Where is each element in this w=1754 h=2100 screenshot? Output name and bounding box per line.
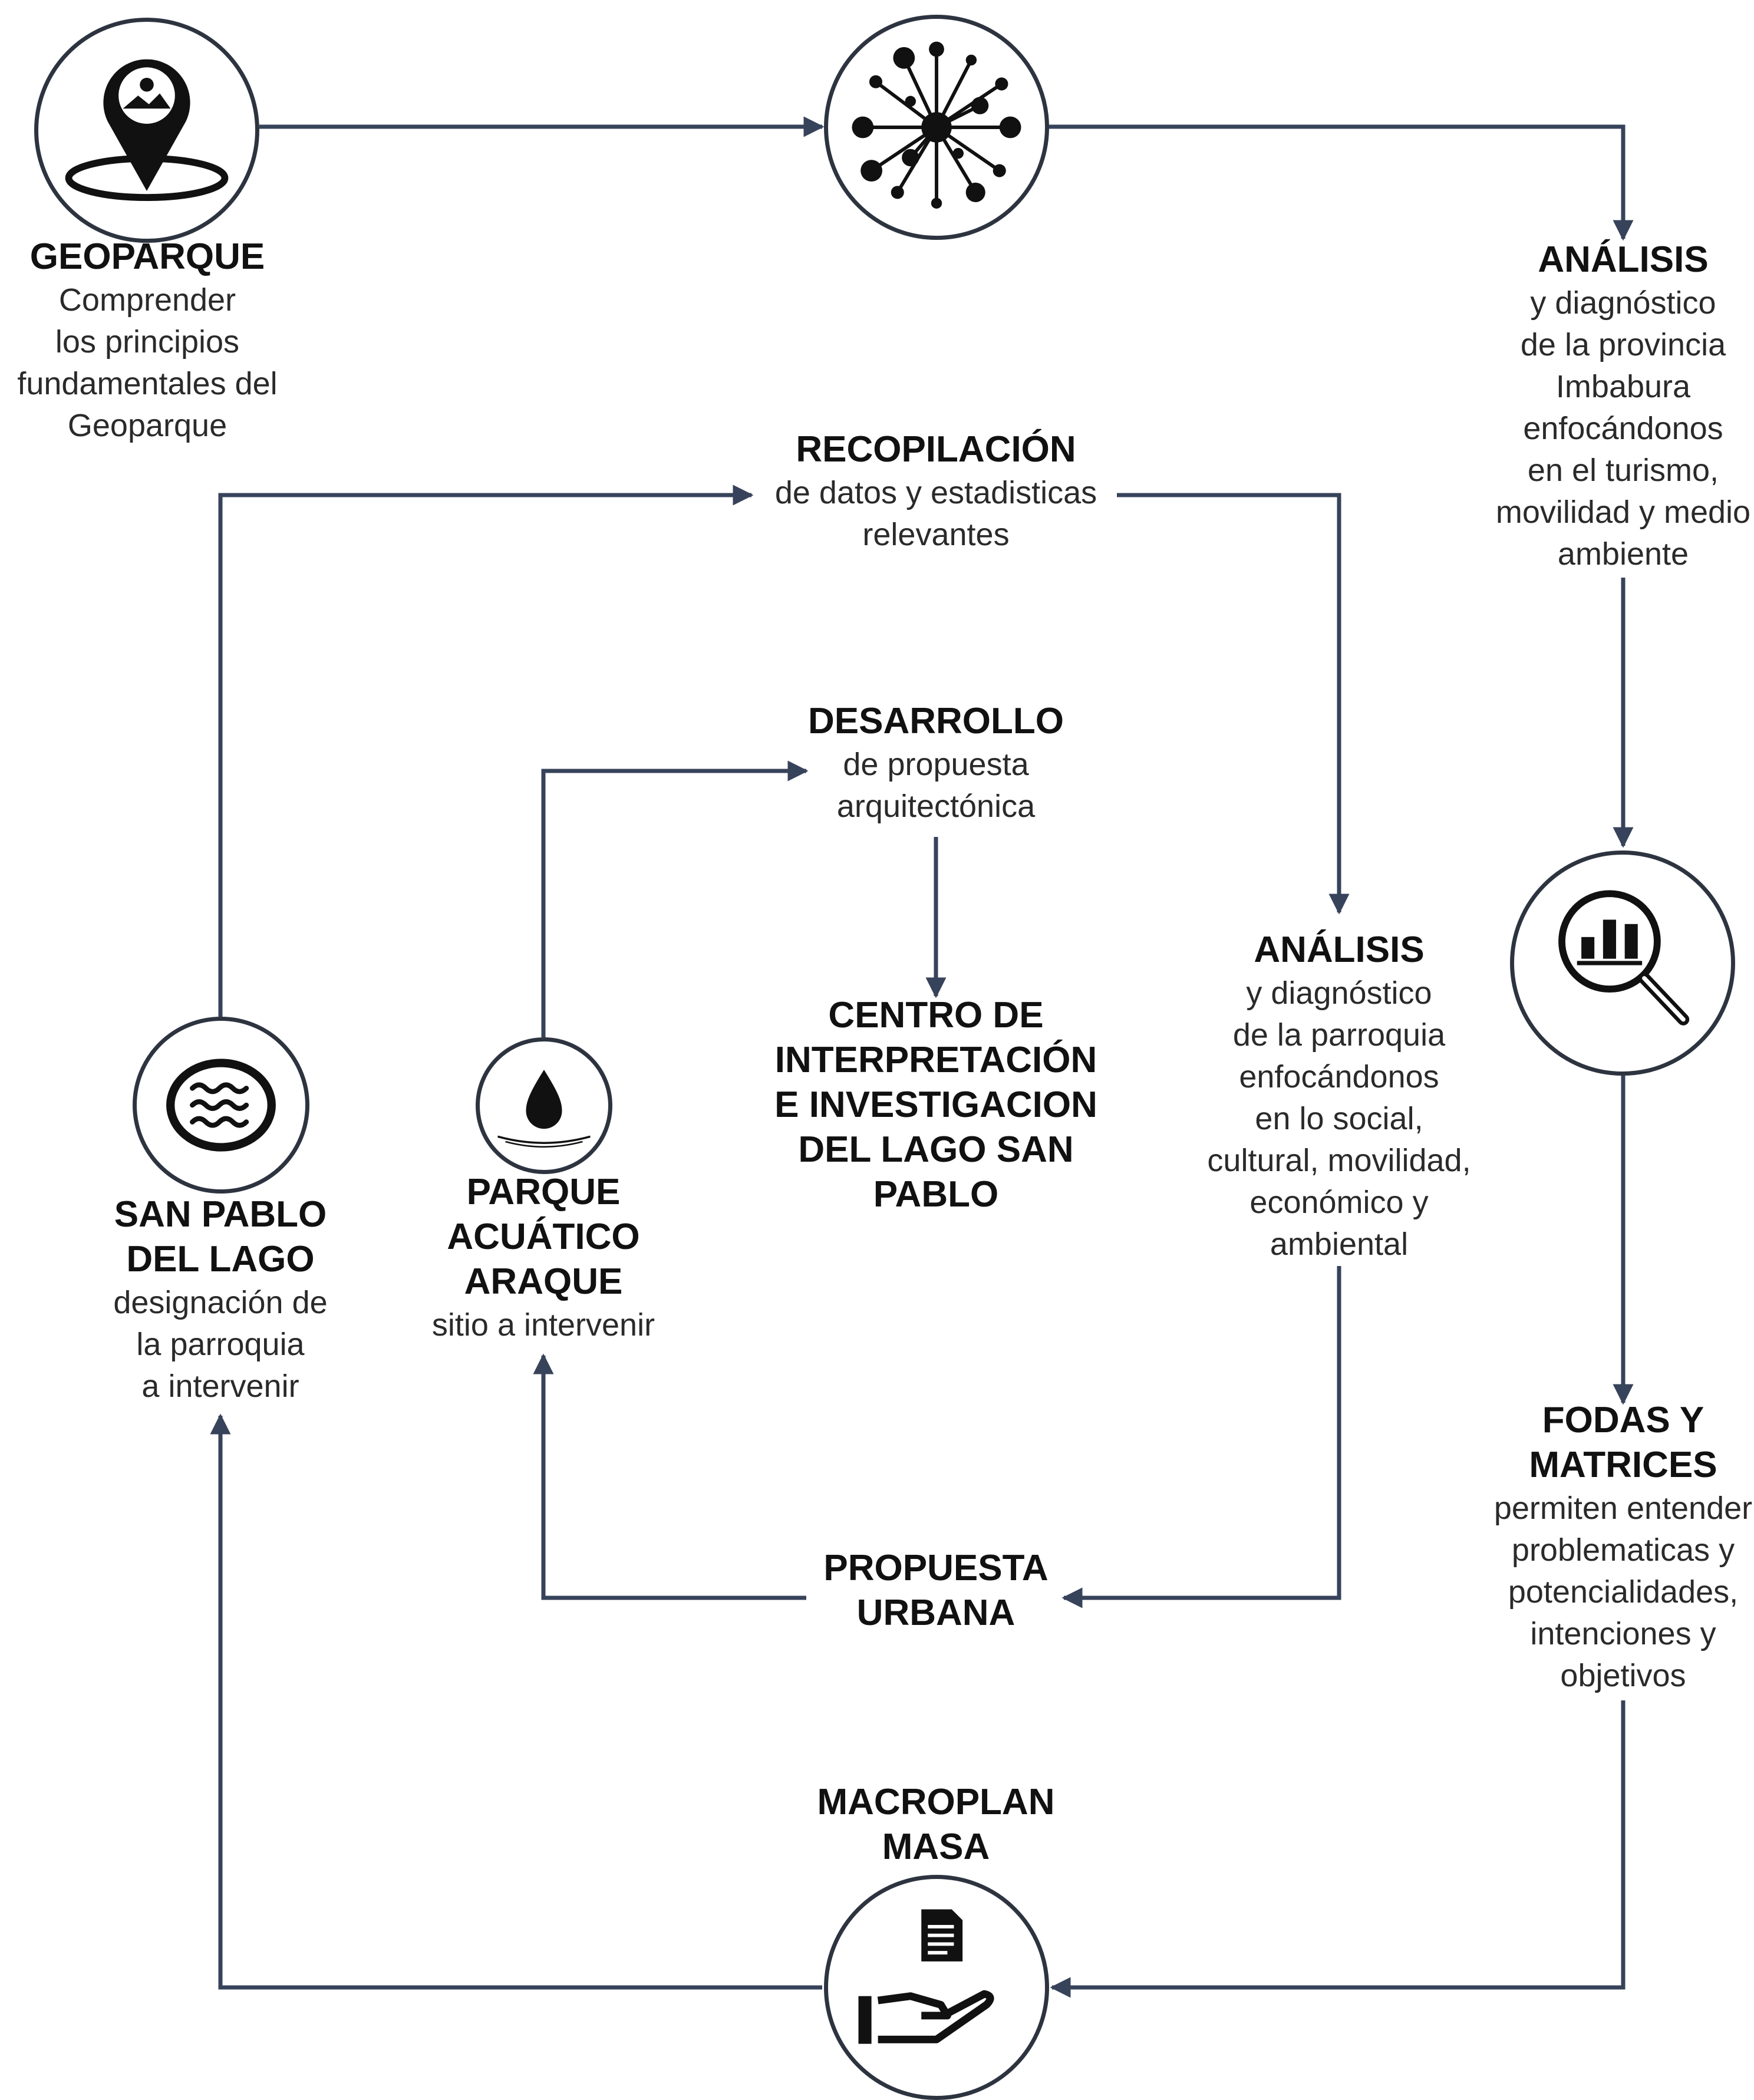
fodas-title-line: FODAS Y — [1542, 1400, 1704, 1440]
san-pablo-title-line: DEL LAGO — [126, 1239, 315, 1280]
centro-title-line: CENTRO DE — [828, 995, 1044, 1036]
fodas-line: objetivos — [1560, 1658, 1686, 1693]
map-pin-icon — [65, 59, 229, 201]
propuesta-title-line: URBANA — [856, 1593, 1016, 1633]
analisis-parroquia-line: de la parroquia — [1232, 1017, 1446, 1053]
network-circle — [824, 15, 1049, 240]
geoparque-line: fundamentales del — [17, 366, 278, 401]
magnifier-circle — [1510, 850, 1735, 1076]
fodas-line: potencialidades, — [1508, 1574, 1739, 1610]
san-pablo-line: designación de — [113, 1285, 328, 1320]
analisis-provincia-line: Imbabura — [1555, 369, 1691, 404]
propuesta-urbana-block: PROPUESTA URBANA — [789, 1546, 1083, 1636]
analisis-provincia-line: y diagnóstico — [1530, 285, 1716, 321]
recopilacion-block: RECOPILACIÓN de datos y estadisticas rel… — [759, 427, 1113, 556]
analisis-parroquia-line: económico y — [1249, 1185, 1429, 1220]
macroplan-title-line: MASA — [882, 1827, 990, 1867]
fodas-line: intenciones y — [1530, 1616, 1716, 1651]
geoparque-block: GEOPARQUE Comprender los principios fund… — [0, 235, 295, 447]
centro-block: CENTRO DE INTERPRETACIÓN E INVESTIGACION… — [741, 993, 1130, 1217]
parque-circle — [476, 1037, 612, 1174]
recopilacion-line: relevantes — [862, 517, 1010, 552]
analisis-parroquia-line: en lo social, — [1255, 1101, 1423, 1136]
parque-title-line: PARQUE — [466, 1172, 621, 1212]
parque-title-line: ACUÁTICO — [447, 1217, 640, 1257]
geoparque-line: Geoparque — [67, 408, 228, 443]
analisis-provincia-line: de la provincia — [1520, 327, 1726, 362]
geoparque-title: GEOPARQUE — [29, 236, 265, 277]
centro-title-line: DEL LAGO SAN — [798, 1129, 1074, 1170]
fodas-line: permiten entender — [1493, 1491, 1753, 1526]
san-pablo-title-line: SAN PABLO — [114, 1194, 327, 1235]
desarrollo-line: arquitectónica — [836, 789, 1036, 824]
analisis-parroquia-line: cultural, movilidad, — [1207, 1143, 1471, 1178]
arrow-sanpablo-to-recopilacion — [218, 484, 754, 1017]
network-icon — [852, 41, 1021, 209]
geoparque-line: los principios — [55, 324, 240, 360]
fodas-line: problematicas y — [1511, 1532, 1735, 1568]
fodas-block: FODAS Y MATRICES permiten entender probl… — [1470, 1398, 1754, 1697]
analisis-parroquia-block: ANÁLISIS y diagnóstico de la parroquia e… — [1174, 928, 1504, 1265]
analisis-provincia-block: ANÁLISIS y diagnóstico de la provincia I… — [1476, 238, 1754, 575]
analisis-provincia-title: ANÁLISIS — [1538, 239, 1709, 280]
macroplan-title-line: MACROPLAN — [817, 1782, 1055, 1822]
san-pablo-circle — [133, 1017, 309, 1194]
macroplan-block: MACROPLAN MASA — [789, 1780, 1083, 1870]
analisis-provincia-line: enfocándonos — [1523, 411, 1723, 446]
analisis-provincia-line: movilidad y medio — [1495, 494, 1751, 530]
analisis-provincia-line: ambiente — [1557, 536, 1689, 572]
arrow-parque-to-desarrollo — [541, 760, 809, 1037]
arrow-recopilacion-to-analisis — [1117, 493, 1350, 915]
propuesta-title-line: PROPUESTA — [823, 1548, 1049, 1588]
analisis-parroquia-line: y diagnóstico — [1246, 975, 1432, 1011]
san-pablo-block: SAN PABLO DEL LAGO designación de la par… — [73, 1192, 368, 1407]
parque-line: sitio a intervenir — [431, 1307, 655, 1343]
analisis-provincia-line: en el turismo, — [1527, 453, 1719, 488]
geoparque-line: Comprender — [58, 282, 236, 318]
parque-block: PARQUE ACUÁTICO ARAQUE sitio a interveni… — [396, 1170, 691, 1346]
lake-waves-icon — [166, 1059, 276, 1152]
fodas-title-line: MATRICES — [1529, 1445, 1717, 1485]
arrow-network-to-analisis — [1049, 124, 1634, 241]
arrow-analisis-to-propuesta — [1061, 1266, 1341, 1608]
analisis-parroquia-title: ANÁLISIS — [1254, 929, 1425, 970]
arrow-macroplan-to-sanpablo — [210, 1413, 822, 1990]
hand-document-icon — [858, 1909, 994, 2044]
geoparque-circle — [34, 18, 259, 243]
desarrollo-line: de propuesta — [843, 747, 1029, 782]
arrow-fodas-to-macroplan — [1050, 1700, 1626, 1998]
analisis-parroquia-line: ambiental — [1270, 1227, 1409, 1262]
centro-title-line: PABLO — [873, 1174, 999, 1215]
analisis-parroquia-line: enfocándonos — [1239, 1059, 1439, 1094]
recopilacion-line: de datos y estadisticas — [774, 475, 1097, 510]
san-pablo-line: a intervenir — [141, 1369, 299, 1404]
centro-title-line: E INVESTIGACION — [774, 1084, 1097, 1125]
magnifier-chart-icon — [1558, 890, 1690, 1026]
arrow-propuesta-to-parque — [533, 1353, 806, 1600]
san-pablo-line: la parroquia — [136, 1327, 305, 1362]
parque-title-line: ARAQUE — [464, 1261, 623, 1302]
water-drop-icon — [497, 1069, 591, 1148]
centro-title-line: INTERPRETACIÓN — [774, 1040, 1097, 1080]
desarrollo-title: DESARROLLO — [808, 701, 1064, 741]
recopilacion-title: RECOPILACIÓN — [796, 429, 1076, 470]
macroplan-circle — [824, 1875, 1049, 2100]
desarrollo-block: DESARROLLO de propuesta arquitectónica — [789, 699, 1083, 828]
